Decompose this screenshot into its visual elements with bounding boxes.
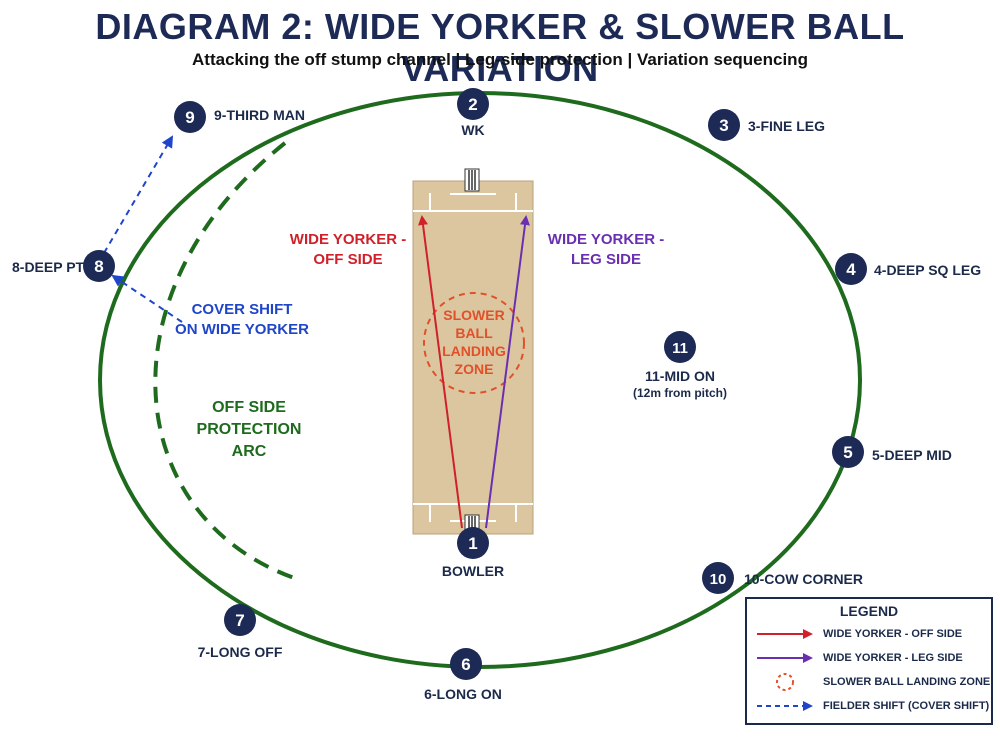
svg-text:3: 3 xyxy=(719,116,728,135)
fielder-marker-6[interactable]: 6 xyxy=(450,648,482,680)
legend-item-off-side: WIDE YORKER - OFF SIDE xyxy=(755,624,962,644)
svg-text:5: 5 xyxy=(843,443,852,462)
fielder-marker-1[interactable]: 1 xyxy=(457,527,489,559)
fielder-label-cow-corner: 10-COW CORNER xyxy=(744,571,864,587)
wide-yorker-leg-side-arrow xyxy=(485,215,530,529)
annotation-wide-yorker-leg-side: WIDE YORKER - LEG SIDE xyxy=(547,231,665,268)
fielder-label-bowler: BOWLER xyxy=(441,563,505,579)
fielder-marker-4[interactable]: 4 xyxy=(835,253,867,285)
diagram-subtitle: Attacking the off stump channel | Leg-si… xyxy=(192,50,808,69)
popping-crease-top xyxy=(413,193,533,212)
svg-text:9: 9 xyxy=(185,108,194,127)
fielder-label-deep-point: 8-DEEP PT xyxy=(12,259,85,275)
annotation-off-side-protection-arc: OFF SIDE PROTECTION ARC xyxy=(196,399,302,460)
svg-text:10: 10 xyxy=(710,571,727,588)
fielder-marker-5[interactable]: 5 xyxy=(832,436,864,468)
fielder-label-deep-mid: 5-DEEP MID xyxy=(872,447,952,463)
legend-box: LEGEND WIDE YORKER - OFF SIDE WIDE YORKE… xyxy=(745,597,993,725)
fielder-shift-arrow xyxy=(103,135,174,254)
fielder-label-wk: WK xyxy=(461,122,485,138)
fielder-label-fine-leg: 3-FINE LEG xyxy=(748,118,826,134)
fielder-note-mid-on: (12m from pitch) xyxy=(632,386,728,400)
fielder-label-long-off: 7-LONG OFF xyxy=(197,644,283,660)
fielder-label-long-on: 6-LONG ON xyxy=(424,686,502,702)
fielder-marker-9[interactable]: 9 xyxy=(174,101,206,133)
red-arrow-icon xyxy=(757,629,813,639)
legend-title: LEGEND xyxy=(839,603,899,619)
fielder-label-deep-sq-leg: 4-DEEP SQ LEG xyxy=(874,262,982,278)
fielder-label-mid-on: 11-MID ON xyxy=(644,368,716,384)
svg-text:6: 6 xyxy=(461,655,470,674)
dashed-blue-arrow-icon xyxy=(757,701,813,711)
wide-yorker-off-side-arrow xyxy=(418,215,463,529)
dashed-orange-circle-icon xyxy=(776,673,794,691)
diagram-title: DIAGRAM 2: WIDE YORKER & SLOWER BALL VAR… xyxy=(95,6,905,89)
svg-text:11: 11 xyxy=(672,340,688,357)
slower-ball-landing-zone xyxy=(423,292,525,394)
fielder-shift-arrow xyxy=(111,274,183,323)
stumps-icon xyxy=(464,168,480,192)
fielder-label-third-man: 9-THIRD MAN xyxy=(214,107,305,123)
svg-text:2: 2 xyxy=(468,95,477,114)
off-side-protection-arc xyxy=(153,141,301,582)
fielder-marker-3[interactable]: 3 xyxy=(708,109,740,141)
legend-item-landing-zone: SLOWER BALL LANDING ZONE xyxy=(755,672,990,692)
legend-item-leg-side: WIDE YORKER - LEG SIDE xyxy=(755,648,963,668)
svg-text:8: 8 xyxy=(94,257,103,276)
purple-arrow-icon xyxy=(757,653,813,663)
svg-text:4: 4 xyxy=(846,260,856,279)
fielder-marker-10[interactable]: 10 xyxy=(702,562,734,594)
annotation-slower-ball-landing-zone: SLOWER BALL LANDING ZONE xyxy=(442,307,506,377)
svg-text:1: 1 xyxy=(468,534,477,553)
fielder-marker-2[interactable]: 2 xyxy=(457,88,489,120)
svg-text:7: 7 xyxy=(235,611,244,630)
fielder-marker-8[interactable]: 8 xyxy=(83,250,115,282)
fielder-marker-7[interactable]: 7 xyxy=(224,604,256,636)
annotation-cover-shift: COVER SHIFT ON WIDE YORKER xyxy=(175,301,309,338)
legend-item-fielder-shift: FIELDER SHIFT (COVER SHIFT) xyxy=(755,696,989,716)
annotation-wide-yorker-off-side: WIDE YORKER - OFF SIDE xyxy=(289,231,407,268)
fielder-marker-11[interactable]: 11 xyxy=(664,331,696,363)
